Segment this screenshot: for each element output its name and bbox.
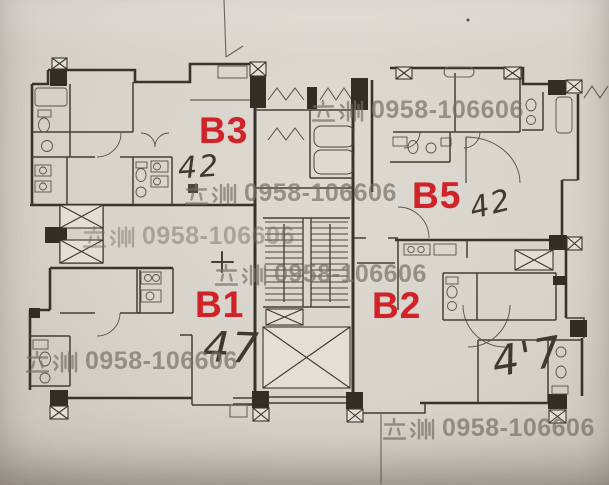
watermark-number: 0958-106606 <box>85 347 238 375</box>
watermark-number: 0958-106606 <box>142 222 295 250</box>
watermark: 0958-106606 <box>26 349 238 374</box>
watermark: 0958-106606 <box>83 224 295 249</box>
handwritten-plus-mark <box>211 251 234 273</box>
liyuan-cjk-icon <box>312 99 364 122</box>
fixtures <box>32 87 573 395</box>
outer-walls <box>28 62 584 418</box>
watermark-number: 0958-106606 <box>274 260 427 288</box>
area-note-b2: 4'7 <box>488 326 567 387</box>
watermark: 0958-106606 <box>312 98 524 123</box>
liyuan-cjk-icon <box>26 350 78 373</box>
door-arcs <box>96 131 521 348</box>
watermark-number: 0958-106606 <box>371 96 524 124</box>
shaft-x-boxes <box>49 57 583 424</box>
structural-columns <box>29 70 587 409</box>
louver-zigzags <box>267 85 609 141</box>
watermark: 0958-106606 <box>215 262 427 287</box>
elevator-cars <box>313 125 355 175</box>
watermark-number: 0958-106606 <box>244 179 397 207</box>
area-note-b3: 42 <box>176 148 222 187</box>
unit-label-b1: B1 <box>195 284 245 325</box>
liyuan-cjk-icon <box>83 225 135 248</box>
liyuan-cjk-icon <box>185 182 237 205</box>
liyuan-cjk-icon <box>383 417 435 440</box>
thin-lines <box>217 0 475 484</box>
watermark-number: 0958-106606 <box>442 414 595 442</box>
watermark: 0958-106606 <box>383 416 595 441</box>
liyuan-cjk-icon <box>215 263 267 286</box>
stairs <box>265 218 348 307</box>
unit-label-b3: B3 <box>199 110 249 151</box>
watermark: 0958-106606 <box>185 181 397 206</box>
unit-label-b2: B2 <box>372 285 422 326</box>
unit-label-b5: B5 <box>412 175 462 216</box>
